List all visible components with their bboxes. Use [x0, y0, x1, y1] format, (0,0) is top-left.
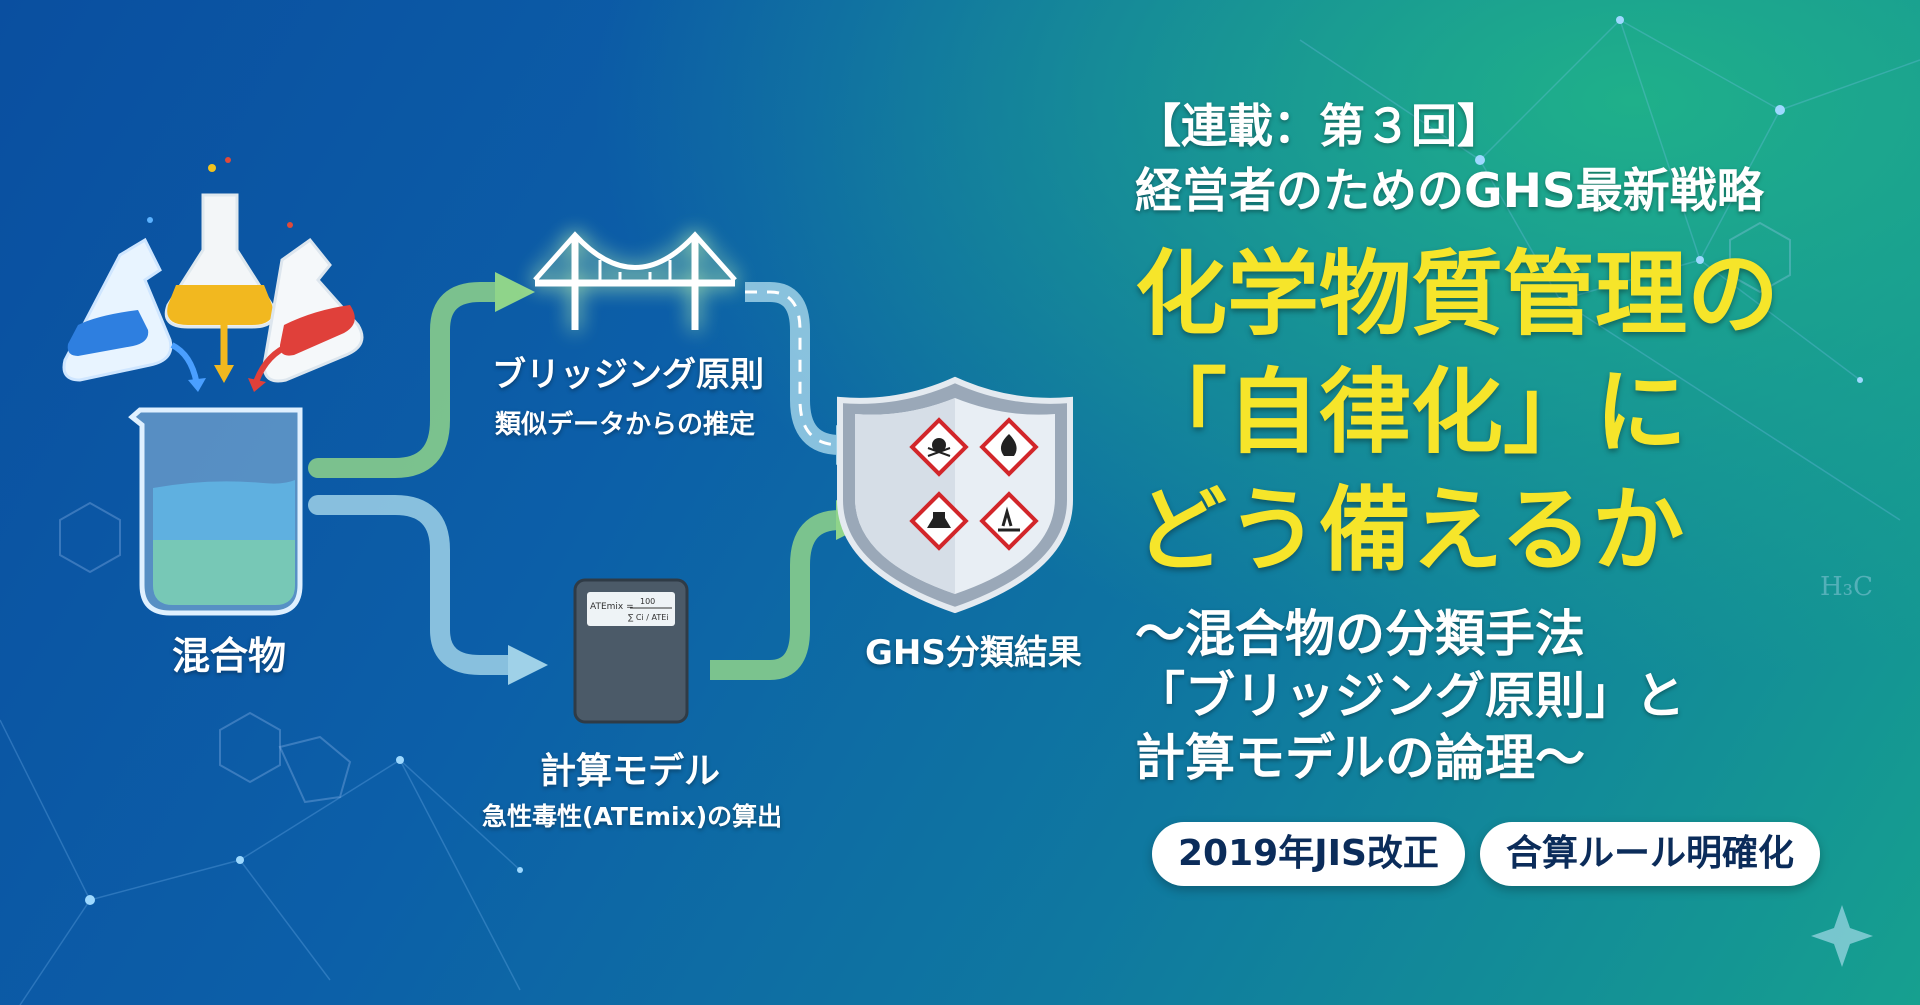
ghs-pictogram-health-icon: [909, 491, 969, 551]
mixture-label: 混合物: [172, 634, 287, 678]
main-title-line3: どう備えるか: [1135, 477, 1685, 584]
ghs-pictogram-environment-icon: [979, 491, 1039, 551]
sub-heading-line2: 「ブリッジング原則」と: [1135, 667, 1685, 725]
calc-arrow: [308, 495, 522, 675]
bridge-icon: [533, 231, 737, 330]
main-title-line2: 「自律化」に: [1135, 359, 1688, 466]
svg-text:ATEmix =: ATEmix =: [590, 602, 634, 612]
svg-text:∑ Ci / ATEi: ∑ Ci / ATEi: [628, 613, 669, 622]
chem-formula-label: H₃C: [1820, 572, 1873, 602]
result-label: GHS分類結果: [865, 633, 1082, 673]
ghs-pictogram-flame-icon: [979, 417, 1039, 477]
badge-summation-rule: 合算ルール明確化: [1480, 822, 1821, 886]
sub-heading-line1: 〜混合物の分類手法: [1135, 605, 1585, 663]
mixture-beaker-icon: [128, 407, 303, 616]
blue-flask-icon: [62, 237, 173, 382]
calculator-icon: [573, 578, 689, 724]
sub-heading-line3: 計算モデルの論理〜: [1135, 729, 1585, 787]
red-flask-icon: [262, 222, 364, 383]
badge-jis-revision: 2019年JIS改正: [1152, 822, 1465, 886]
yellow-flask-icon: [147, 157, 276, 329]
svg-text:100: 100: [640, 597, 655, 606]
calc-title: 計算モデル: [540, 751, 721, 792]
ghs-pictogram-skull-icon: [909, 417, 969, 477]
bridging-title: ブリッジング原則: [492, 355, 764, 395]
subtitle: 経営者のためのGHS最新戦略: [1135, 164, 1764, 219]
process-diagram: ATEmix = 100 ∑ Ci / ATEi: [62, 157, 1073, 724]
calc-caption: 急性毒性(ATEmix)の算出: [482, 802, 783, 831]
ghs-shield-icon: [837, 376, 1073, 614]
bridging-caption: 類似データからの推定: [495, 410, 756, 440]
bridging-arrow: [308, 282, 508, 478]
series-label: 【連載：第３回】: [1135, 99, 1503, 153]
main-title-line1: 化学物質管理の: [1135, 241, 1780, 348]
